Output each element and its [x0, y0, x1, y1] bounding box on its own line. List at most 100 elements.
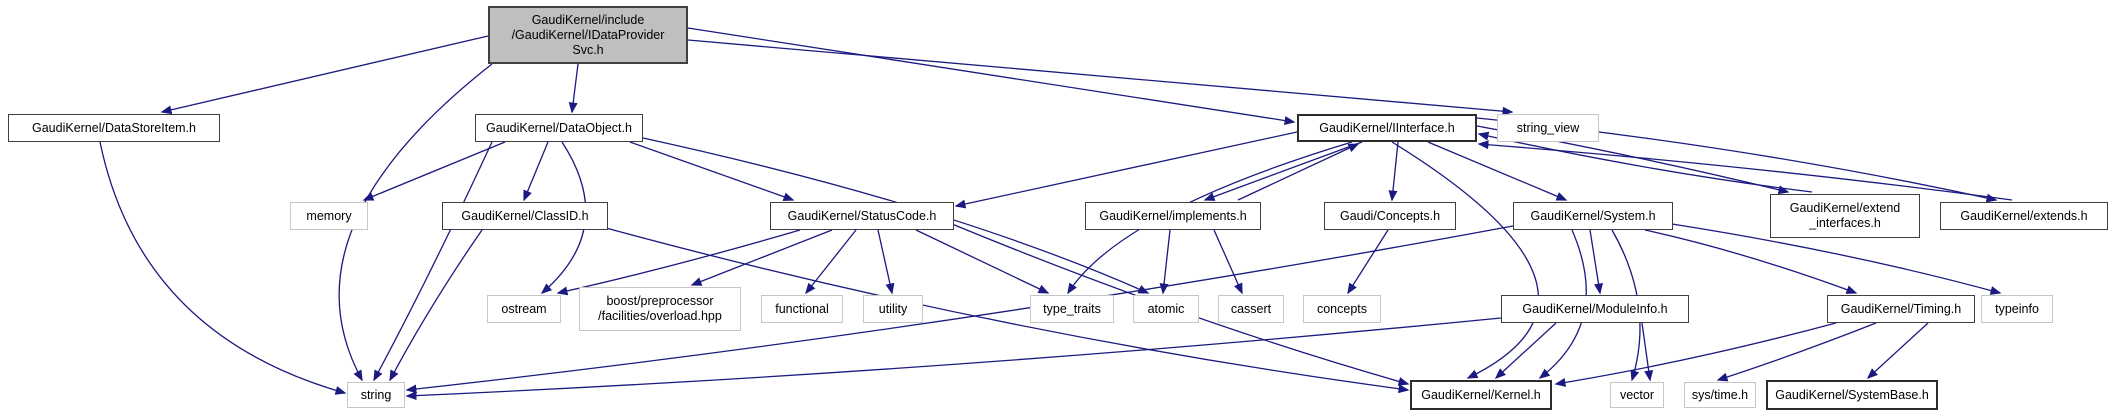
edge-dataobject-to-classid: [523, 141, 549, 202]
node-ostream: ostream: [487, 295, 561, 323]
node-implements[interactable]: GaudiKernel/implements.h: [1085, 202, 1261, 230]
node-functional: functional: [761, 295, 843, 323]
node-label: GaudiKernel/System.h: [1530, 208, 1656, 223]
edge-implements-to-iinterface: [1237, 143, 1360, 201]
node-label: string: [360, 387, 392, 402]
node-boost_overload: boost/preprocessor/facilities/overload.h…: [579, 287, 741, 331]
node-string_view: string_view: [1497, 114, 1599, 142]
node-label: ostream: [501, 301, 547, 316]
node-timing[interactable]: GaudiKernel/Timing.h: [1827, 295, 1975, 323]
node-label: concepts: [1316, 301, 1368, 316]
node-label: Svc.h: [572, 42, 604, 57]
node-label: typeinfo: [1995, 301, 2039, 316]
node-atomic: atomic: [1133, 295, 1199, 323]
node-memory: memory: [290, 202, 368, 230]
node-extendinterfaces[interactable]: GaudiKernel/extend_interfaces.h: [1770, 194, 1920, 238]
node-label: GaudiKernel/implements.h: [1099, 208, 1247, 223]
edge-iinterface-to-gaudiconcepts: [1388, 141, 1399, 202]
edge-extendinterfaces-to-iinterface: [1477, 131, 1813, 193]
edge-moduleinfo-to-string: [405, 317, 1502, 401]
edge-timing-to-systime: [1716, 322, 1877, 382]
edge-datastoreitem-to-string: [99, 141, 347, 395]
node-label: /facilities/overload.hpp: [598, 309, 722, 323]
node-label: GaudiKernel/DataObject.h: [486, 120, 632, 135]
node-label: GaudiKernel/Kernel.h: [1421, 387, 1541, 402]
node-utility: utility: [863, 295, 923, 323]
node-label: GaudiKernel/SystemBase.h: [1775, 387, 1929, 402]
node-label: vector: [1619, 387, 1655, 402]
node-label: GaudiKernel/StatusCode.h: [787, 208, 937, 223]
node-label: GaudiKernel/ModuleInfo.h: [1522, 301, 1668, 316]
node-cassert: cassert: [1218, 295, 1284, 323]
node-label: type_traits: [1043, 301, 1101, 316]
node-extends[interactable]: GaudiKernel/extends.h: [1940, 202, 2108, 230]
node-vector: vector: [1610, 382, 1664, 408]
edge-classid-to-string: [389, 229, 483, 382]
node-label: GaudiKernel/Timing.h: [1840, 301, 1962, 316]
edge-gaudiconcepts-to-concepts: [1347, 229, 1389, 295]
edge-main-to-dataobject: [568, 63, 579, 114]
node-concepts: concepts: [1303, 295, 1381, 323]
edge-statuscode-to-type_traits: [915, 229, 1050, 294]
edge-system-to-timing: [1644, 229, 1858, 294]
edge-iinterface-to-system: [1427, 141, 1568, 201]
edge-main-to-string_view: [687, 39, 1514, 116]
edge-system-to-moduleinfo: [1589, 229, 1603, 295]
node-type_traits: type_traits: [1030, 295, 1114, 323]
node-label: GaudiKernel/extend: [1789, 201, 1901, 215]
edge-statuscode-to-boost_overload: [690, 229, 833, 286]
node-label: cassert: [1230, 301, 1272, 316]
edge-timing-to-kernel: [1554, 322, 1837, 387]
edge-iinterface-to-implements: [1203, 141, 1363, 201]
node-label: GaudiKernel/ClassID.h: [461, 208, 589, 223]
node-moduleinfo[interactable]: GaudiKernel/ModuleInfo.h: [1501, 295, 1689, 323]
edge-implements-to-cassert: [1213, 229, 1243, 295]
edge-statuscode-to-ostream: [556, 229, 801, 296]
node-label: GaudiKernel/include: [531, 12, 645, 27]
node-label: utility: [878, 301, 908, 316]
edge-system-to-string: [405, 225, 1514, 394]
node-iinterface[interactable]: GaudiKernel/IInterface.h: [1297, 114, 1477, 142]
edge-dataobject-to-string: [373, 141, 493, 382]
edge-dataobject-to-statuscode: [629, 141, 795, 202]
edge-implements-to-atomic: [1159, 229, 1171, 295]
edge-dataobject-to-memory: [362, 141, 506, 201]
edge-main-to-iinterface: [687, 27, 1296, 125]
edge-statuscode-to-utility: [877, 229, 895, 295]
node-statuscode[interactable]: GaudiKernel/StatusCode.h: [770, 202, 954, 230]
node-datastoreitem[interactable]: GaudiKernel/DataStoreItem.h: [8, 114, 220, 142]
node-label: memory: [306, 208, 352, 223]
node-systembase[interactable]: GaudiKernel/SystemBase.h: [1766, 380, 1938, 410]
node-label: _interfaces.h: [1809, 216, 1881, 230]
node-label: atomic: [1147, 301, 1185, 316]
edge-moduleinfo-to-vector: [1641, 322, 1654, 382]
node-label: Gaudi/Concepts.h: [1339, 208, 1441, 223]
node-label: GaudiKernel/DataStoreItem.h: [32, 120, 196, 135]
node-string: string: [347, 382, 405, 408]
node-systime: sys/time.h: [1684, 382, 1756, 408]
edge-iinterface-to-kernel: [1391, 141, 1539, 379]
edge-moduleinfo-to-kernel: [1494, 322, 1557, 380]
edge-iinterface-to-statuscode: [954, 131, 1298, 209]
node-label: GaudiKernel/extends.h: [1960, 208, 2088, 223]
node-classid[interactable]: GaudiKernel/ClassID.h: [442, 202, 608, 230]
node-system[interactable]: GaudiKernel/System.h: [1513, 202, 1673, 230]
node-kernel[interactable]: GaudiKernel/Kernel.h: [1410, 380, 1552, 410]
node-label: sys/time.h: [1691, 387, 1749, 402]
edge-main-to-datastoreitem: [160, 35, 489, 115]
node-label: /GaudiKernel/IDataProvider: [511, 27, 665, 42]
node-main: GaudiKernel/include/GaudiKernel/IDataPro…: [488, 6, 688, 64]
node-gaudiconcepts[interactable]: Gaudi/Concepts.h: [1324, 202, 1456, 230]
node-dataobject[interactable]: GaudiKernel/DataObject.h: [475, 114, 643, 142]
node-label: functional: [775, 301, 829, 316]
node-typeinfo: typeinfo: [1981, 295, 2053, 323]
node-label: boost/preprocessor: [606, 294, 714, 308]
edge-system-to-typeinfo: [1671, 223, 2002, 295]
node-label: GaudiKernel/IInterface.h: [1319, 120, 1455, 135]
edge-statuscode-to-functional: [805, 229, 857, 295]
node-label: string_view: [1516, 120, 1580, 135]
edge-extends-to-iinterface: [1477, 140, 2013, 201]
edge-classid-to-kernel: [605, 227, 1410, 394]
edge-timing-to-systembase: [1866, 322, 1929, 380]
